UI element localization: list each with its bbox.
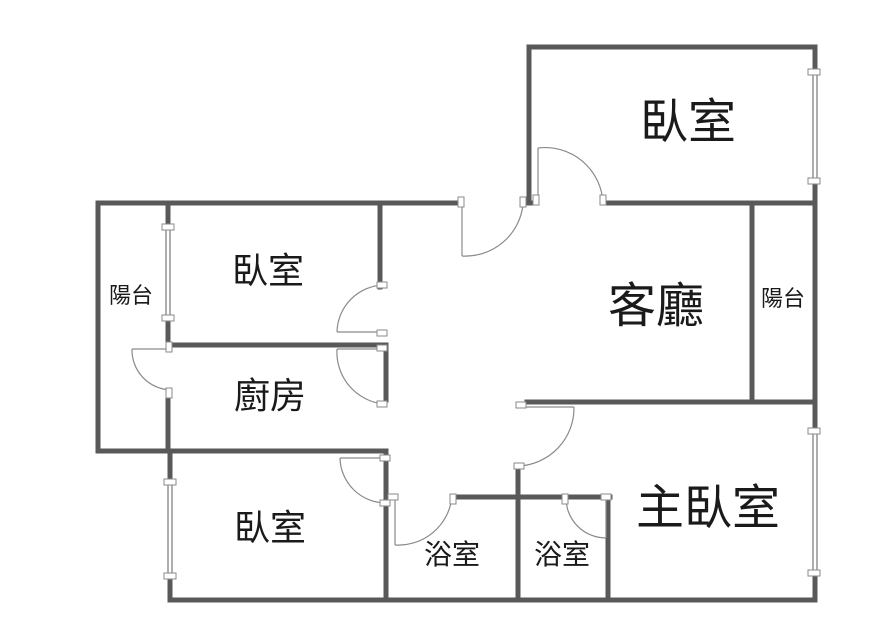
label-living-room: 客廳 bbox=[608, 278, 704, 334]
label-bedroom-bottom: 臥室 bbox=[234, 508, 306, 549]
room-labels: 臥室 客廳 陽台 臥室 陽台 廚房 臥室 浴室 浴室 主臥室 bbox=[109, 94, 805, 571]
label-bedroom-left: 臥室 bbox=[232, 251, 304, 292]
label-balcony-right: 陽台 bbox=[761, 287, 805, 312]
label-master-bedroom: 主臥室 bbox=[636, 480, 780, 536]
label-bath-1: 浴室 bbox=[424, 538, 480, 571]
walls bbox=[95, 44, 818, 603]
windows bbox=[161, 68, 821, 580]
doors bbox=[131, 146, 612, 546]
label-bath-2: 浴室 bbox=[534, 538, 590, 571]
label-balcony-left: 陽台 bbox=[109, 284, 153, 309]
label-kitchen: 廚房 bbox=[234, 376, 306, 417]
label-bedroom-top: 臥室 bbox=[640, 94, 736, 150]
